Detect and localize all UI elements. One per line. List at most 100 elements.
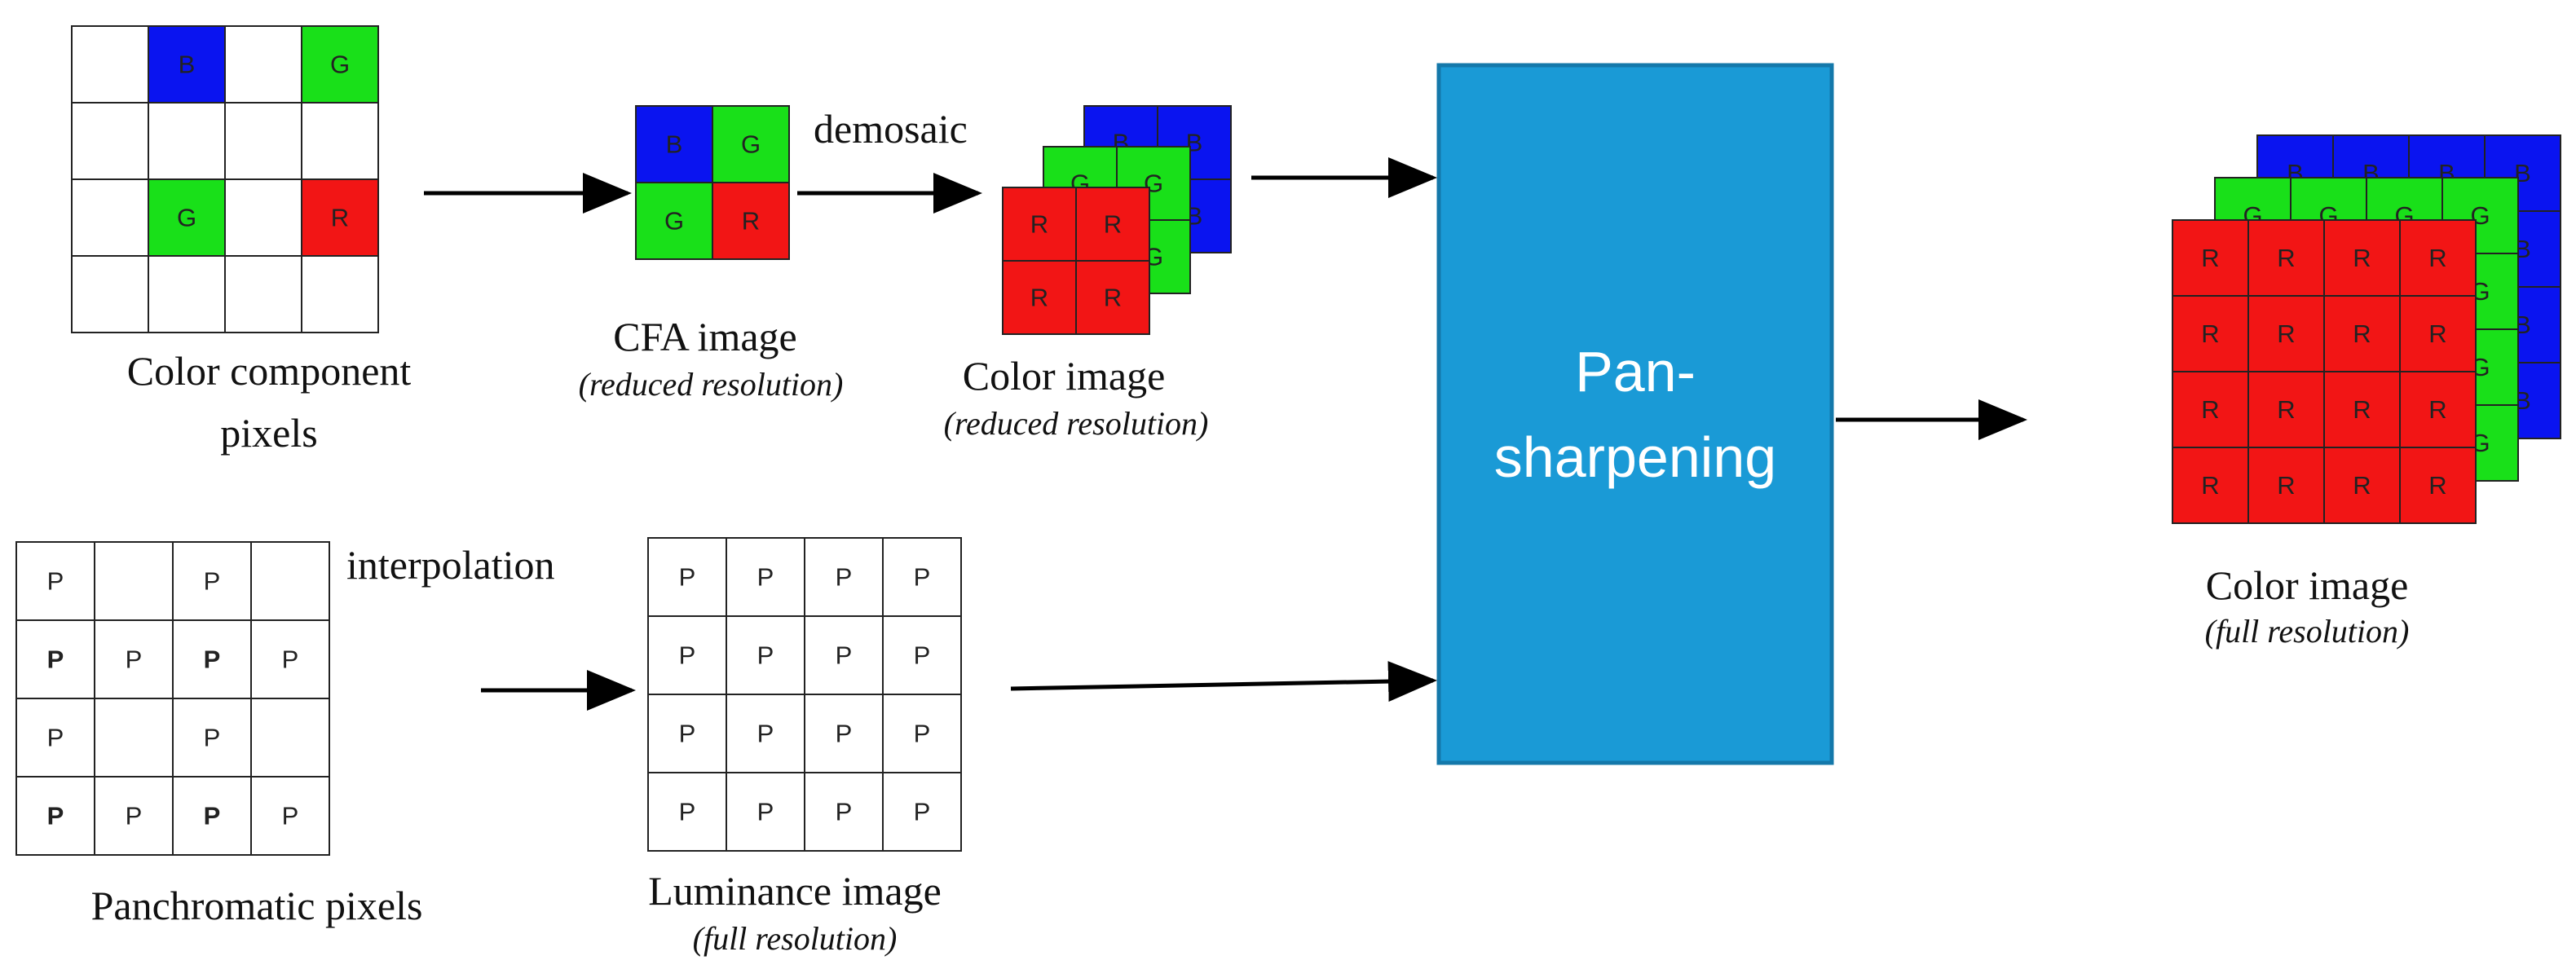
cell-label: P: [914, 641, 931, 670]
layer-cell-label: R: [2201, 319, 2219, 348]
grid-cell: [882, 772, 962, 852]
cell-label: P: [679, 641, 696, 670]
layer-cell-label: R: [2277, 395, 2295, 424]
grid-cell: [712, 182, 790, 260]
grid-cell: [94, 541, 174, 621]
cfa-sublabel-text: reduced resolution: [589, 366, 832, 403]
grid-cell: [148, 178, 226, 257]
cell-label: P: [757, 641, 774, 670]
color-component-label-line2: pixels: [220, 410, 317, 456]
cell-label: P: [282, 645, 299, 674]
cell-label: P: [679, 798, 696, 826]
grid-cell: [172, 541, 252, 621]
layer-cell-label: R: [1030, 284, 1048, 312]
color-image-full-stack: BBBBBBBBBBBBBBBBGGGGGGGGGGGGGGGGRRRRRRRR…: [2172, 134, 2561, 524]
cell-label: G: [177, 204, 196, 232]
layer-cell: [2323, 295, 2401, 372]
layer-cell: [2172, 295, 2249, 372]
cell-label: P: [757, 798, 774, 826]
layer-cell-label: R: [2428, 471, 2446, 500]
layer-cell: [2172, 447, 2249, 524]
grid-cell: [148, 102, 226, 180]
cell-label: P: [679, 720, 696, 748]
layer-cell-label: R: [2353, 244, 2371, 272]
layer-cell-label: R: [1104, 284, 1122, 312]
cell-label: P: [47, 724, 64, 752]
layer-cell: [2399, 219, 2477, 297]
grid-cell: [71, 102, 149, 180]
panchromatic-label: Panchromatic pixels: [91, 883, 423, 928]
demosaic-label: demosaic: [814, 106, 968, 152]
layer-cell-label: R: [2428, 319, 2446, 348]
layer-cell: [2172, 219, 2249, 297]
layer-cell-label: R: [2428, 395, 2446, 424]
grid-cell: [250, 698, 330, 778]
color-image-full-label: Color image: [2206, 562, 2409, 608]
color-image-reduced-sublabel: (reduced resolution): [944, 405, 1209, 442]
grid-cell: [250, 776, 330, 856]
grid-cell: [148, 255, 226, 333]
grid-cell: [250, 619, 330, 699]
layer-cell-label: R: [1030, 210, 1048, 239]
layer-cell: [1075, 187, 1150, 262]
pansharpening-box: [1436, 63, 1834, 765]
grid-cell: [224, 25, 302, 104]
layer-cell: [2247, 295, 2325, 372]
grid-cell: [250, 541, 330, 621]
grid-cell: [224, 255, 302, 333]
cfa-sublabel: (reduced resolution): [579, 366, 844, 403]
grid-cell: [71, 255, 149, 333]
grid-cell: [804, 694, 884, 773]
cfa-label: CFA image: [613, 314, 796, 359]
grid-cell: [882, 537, 962, 617]
grid-cell: [726, 772, 805, 852]
cell-label: P: [914, 798, 931, 826]
cell-label: P: [836, 720, 853, 748]
grid-cell: [15, 776, 95, 856]
layer-cell: [2399, 447, 2477, 524]
grid-cell: [15, 619, 95, 699]
grid-cell: [301, 25, 379, 104]
grid-cell: [647, 537, 727, 617]
layer-cell: [1075, 260, 1150, 335]
cell-label: G: [330, 51, 350, 79]
cell-label: P: [204, 567, 221, 596]
layer-cell: [2172, 371, 2249, 448]
cell-label: G: [741, 130, 761, 159]
color-image-reduced-label: Color image: [963, 353, 1166, 399]
luminance-label: Luminance image: [648, 868, 942, 914]
arrow-luminance-to-pansharpening: [1010, 661, 1437, 703]
grid-cell: [712, 105, 790, 183]
grid-cell: [301, 255, 379, 333]
color-image-full-sublabel: (full resolution): [2205, 613, 2410, 650]
grid-cell: [224, 102, 302, 180]
layer-cell: [2323, 371, 2401, 448]
cell-label: R: [742, 207, 760, 236]
grid-cell: [71, 178, 149, 257]
cell-label: P: [679, 563, 696, 592]
layer-cell-label: R: [2201, 395, 2219, 424]
cell-label: P: [47, 567, 64, 596]
layer-cell-label: R: [2353, 319, 2371, 348]
cell-label: P: [757, 563, 774, 592]
cell-label: P: [47, 645, 64, 674]
grid-cell: [148, 25, 226, 104]
grid-cell: [224, 178, 302, 257]
layer-cell-label: R: [2428, 244, 2446, 272]
cell-label: R: [331, 204, 349, 232]
color-component-grid: B G G R: [71, 25, 379, 333]
cell-label: B: [179, 51, 196, 79]
layer-cell-label: R: [2277, 244, 2295, 272]
layer-cell-label: R: [2353, 471, 2371, 500]
grid-cell: [301, 178, 379, 257]
pansharpening-label-line1: Pan-: [1575, 340, 1696, 403]
cell-label: P: [126, 802, 143, 830]
layer-cell-label: R: [2277, 319, 2295, 348]
grid-cell: [94, 619, 174, 699]
layer-cell: [2247, 219, 2325, 297]
cell-label: P: [126, 645, 143, 674]
layer-cell: [1002, 260, 1077, 335]
luminance-sublabel-text: full resolution: [704, 920, 886, 957]
